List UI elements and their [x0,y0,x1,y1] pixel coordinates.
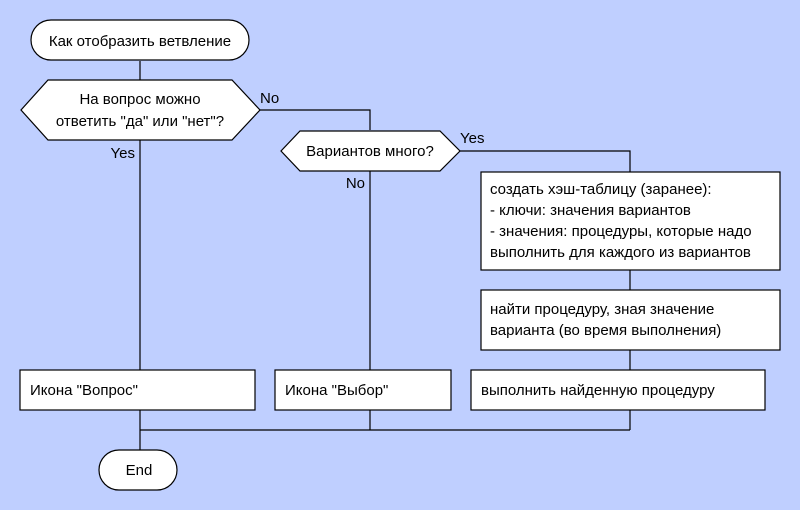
end-node-text: End [126,462,153,479]
decision-question-no-label: No [260,90,279,107]
action-hash-line-3: - значения: процедуры, которые надо [490,223,752,240]
decision-choice-no-label: No [346,175,365,192]
decision-choice-text: Вариантов много? [306,143,434,160]
start-node-text: Как отобразить ветвление [49,33,231,50]
action-execute-text: выполнить найденную процедуру [481,382,715,399]
action-find-node[interactable]: найти процедуру, зная значение варианта … [480,289,781,351]
action-find-line-1: найти процедуру, зная значение [490,301,714,318]
decision-question-line-1: На вопрос можно [79,91,200,108]
decision-question-yes-label: Yes [111,145,135,162]
action-choice-icon-text: Икона "Выбор" [285,382,388,399]
action-hash-table-node[interactable]: создать хэш-таблицу (заранее): - ключи: … [480,171,781,271]
decision-question-line-2: ответить "да" или "нет"? [56,113,224,130]
end-node[interactable]: End [98,449,178,491]
decision-choice-node[interactable]: Вариантов много? [280,130,461,172]
action-find-line-2: варианта (во время выполнения) [490,322,721,339]
action-hash-line-1: создать хэш-таблицу (заранее): [490,181,712,198]
action-hash-line-2: - ключи: значения вариантов [490,202,691,219]
action-question-icon-node[interactable]: Икона "Вопрос" [19,369,256,411]
action-question-icon-text: Икона "Вопрос" [30,382,138,399]
action-hash-line-4: выполнить для каждого из вариантов [490,244,751,261]
decision-choice-yes-label: Yes [460,130,484,147]
connectors [139,61,631,450]
decision-question-node[interactable]: На вопрос можно ответить "да" или "нет"? [20,79,261,141]
connector-decision2-yes [460,150,631,172]
action-execute-node[interactable]: выполнить найденную процедуру [470,369,766,411]
connector-decision1-no [260,109,371,130]
start-node[interactable]: Как отобразить ветвление [30,19,250,61]
action-choice-icon-node[interactable]: Икона "Выбор" [274,369,452,411]
